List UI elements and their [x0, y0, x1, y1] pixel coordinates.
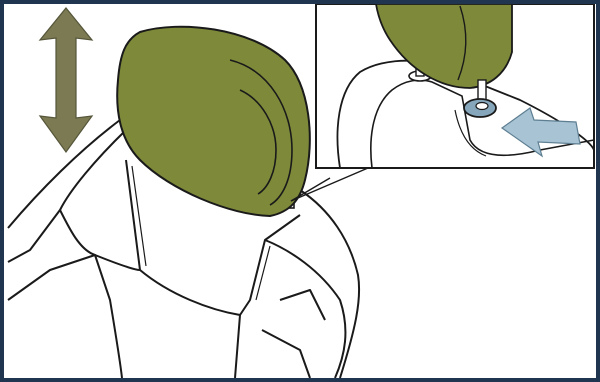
push-arrow-icon [500, 107, 581, 158]
seat-center-panel [125, 159, 301, 316]
seat-left-panel [59, 209, 123, 379]
seat-seam [131, 165, 271, 301]
double-headed-vertical-arrow-icon [38, 7, 94, 154]
detail-inset [315, 3, 595, 169]
seat-left-inner [7, 254, 96, 301]
seat-right-panel [264, 239, 347, 379]
headrest-seam-inner [239, 89, 277, 195]
inset-seat-seam [454, 109, 487, 157]
seat-center-lower [94, 254, 241, 379]
seat-right-bolster [299, 189, 361, 379]
release-button [463, 98, 497, 118]
headrest-seam-outer [229, 59, 293, 206]
seat-backrest [7, 119, 361, 379]
inset-leader-lines [290, 167, 369, 202]
seat-right-detail [261, 289, 326, 379]
headrest [116, 25, 311, 218]
inset-headrest-seam [457, 5, 467, 81]
inset-headrest [374, 3, 513, 89]
